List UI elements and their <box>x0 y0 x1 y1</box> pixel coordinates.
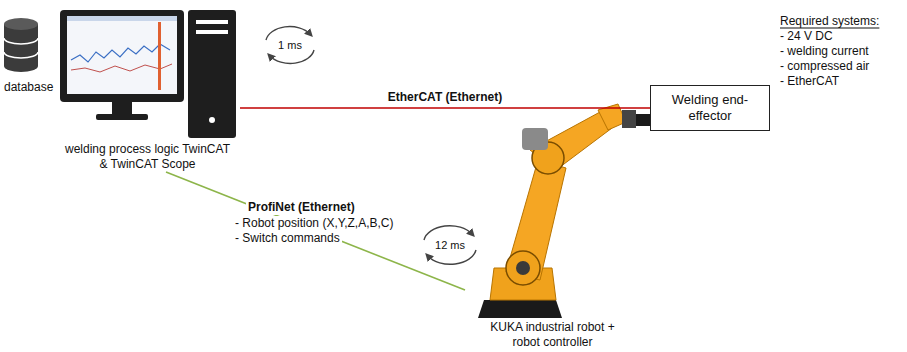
computer-icon-part <box>71 64 172 72</box>
database-icon-part <box>4 52 38 58</box>
connector-line <box>240 107 650 109</box>
end-effector-box: Welding end-effector <box>650 85 770 131</box>
computer-icon-part <box>112 102 132 114</box>
computer-icon-part <box>71 44 170 62</box>
node-text: welding process logic TwinCAT & TwinCAT … <box>65 142 230 172</box>
robot-illustration-part <box>636 114 650 126</box>
signal-note: - Robot position (X,Y,Z,A,B,C) <box>233 216 396 231</box>
computer-icon-part <box>60 10 184 102</box>
cycle-arrow-part <box>266 27 310 40</box>
database-icon <box>4 18 38 72</box>
robot-illustration-part <box>478 300 562 318</box>
cycle-time: 12 ms <box>435 238 465 253</box>
requirement-item: - compressed air <box>780 59 869 74</box>
computer-icon-part <box>67 16 177 94</box>
icon-caption: database <box>4 80 53 95</box>
requirement-item: - welding current <box>780 44 869 59</box>
requirement-item: - EtherCAT <box>780 74 839 89</box>
edge-label: ProfiNet (Ethernet) <box>246 200 357 215</box>
computer-node: welding process logic TwinCAT & TwinCAT … <box>55 5 240 172</box>
database-icon-part <box>4 38 38 44</box>
database-icon-part <box>4 18 38 30</box>
computer-icon-part <box>67 16 177 21</box>
cycle-arrow-part <box>428 250 476 264</box>
robot-illustration-part <box>522 128 548 150</box>
robot-illustration-part <box>506 251 540 285</box>
cycle-time: 1 ms <box>278 38 302 53</box>
node-text: KUKA industrial robot + robot controller <box>478 320 628 350</box>
computer-icon-part <box>96 114 148 120</box>
requirement-item: - 24 V DC <box>780 29 833 44</box>
cycle-arrow <box>424 226 476 265</box>
computer-icon-part <box>196 30 228 34</box>
database-icon-part <box>4 24 38 72</box>
edge-label: EtherCAT (Ethernet) <box>386 90 504 105</box>
computer-icon-part <box>188 10 236 138</box>
signal-note: - Switch commands <box>233 231 342 246</box>
robot-illustration-part <box>622 110 636 128</box>
computer-icon-part <box>158 22 161 90</box>
cycle-arrow-part <box>424 226 472 240</box>
requirements-heading: Required systems: <box>780 14 879 29</box>
cycle-arrow <box>266 27 314 64</box>
robot-illustration-part <box>516 261 530 275</box>
computer-icon-part <box>209 117 215 123</box>
cycle-arrow-part <box>270 50 314 63</box>
connector-line <box>166 172 465 290</box>
computer-icon <box>60 10 236 138</box>
computer-icon-part <box>196 20 228 24</box>
robot-illustration <box>478 104 650 318</box>
node-text: Welding end-effector <box>658 92 762 124</box>
